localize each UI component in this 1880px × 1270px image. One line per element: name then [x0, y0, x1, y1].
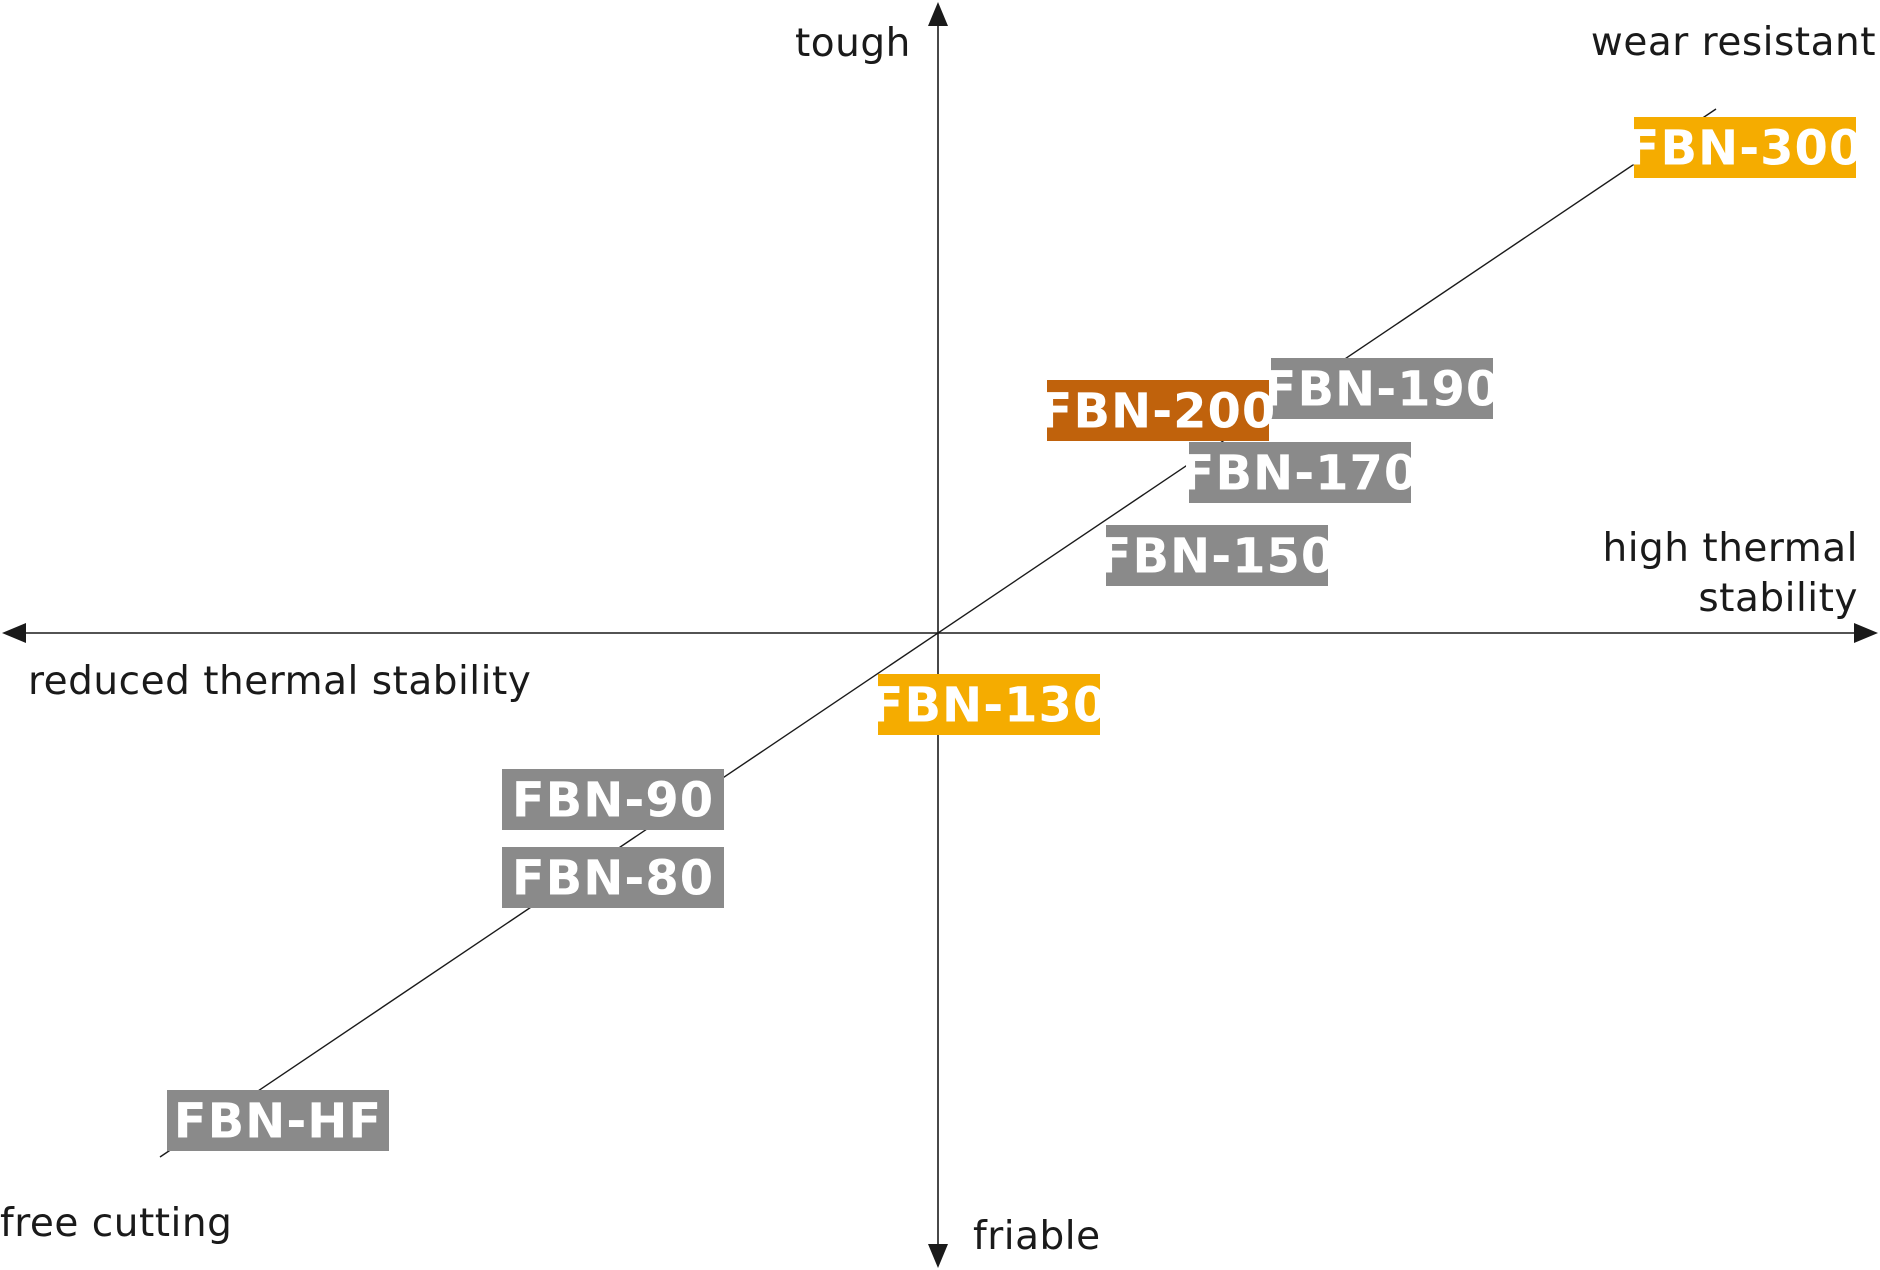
product-tag-background: [502, 769, 724, 830]
left-arrow-icon: [2, 623, 26, 643]
product-tag-background: [878, 674, 1100, 735]
product-tag-background: [167, 1090, 389, 1151]
axis-label-top: tough: [795, 21, 911, 66]
product-tag-label: FBN-130: [871, 678, 1108, 734]
axis-label-left: reduced thermal stability: [28, 659, 531, 704]
product-tag-fbn-300: FBN-300: [1627, 117, 1864, 178]
right-arrow-icon: [1854, 623, 1878, 643]
product-tag-fbn-130: FBN-130: [871, 674, 1108, 735]
product-tag-fbn-80: FBN-80: [502, 847, 724, 908]
product-tag-label: FBN-170: [1182, 446, 1419, 502]
product-tag-background: [1634, 117, 1856, 178]
product-tag-label: FBN-90: [512, 773, 714, 829]
down-arrow-icon: [928, 1244, 948, 1268]
product-tag-label: FBN-80: [512, 851, 714, 907]
product-tag-background: [1271, 358, 1493, 419]
diagonal-label-upper: wear resistant: [1591, 20, 1876, 65]
product-tag-label: FBN-150: [1099, 529, 1336, 585]
axis-label-right-line2: stability: [1698, 576, 1858, 621]
product-tag-label: FBN-190: [1264, 362, 1501, 418]
product-tag-label: FBN-200: [1040, 384, 1277, 440]
product-tag-background: [1047, 380, 1269, 441]
product-tag-background: [1106, 525, 1328, 586]
product-tag-fbn-170: FBN-170: [1182, 442, 1419, 503]
axis-label-right-line1: high thermal: [1602, 526, 1858, 571]
diagonal-label-lower: free cutting: [0, 1201, 232, 1246]
axis-label-bottom: friable: [973, 1214, 1101, 1259]
product-tag-label: FBN-HF: [174, 1094, 382, 1150]
product-tag-fbn-hf: FBN-HF: [167, 1090, 389, 1151]
product-tag-label: FBN-300: [1627, 121, 1864, 177]
product-tag-background: [502, 847, 724, 908]
product-tag-fbn-200: FBN-200: [1040, 380, 1277, 441]
product-tag-fbn-190: FBN-190: [1264, 358, 1501, 419]
product-tag-fbn-150: FBN-150: [1099, 525, 1336, 586]
up-arrow-icon: [928, 2, 948, 26]
product-tags: FBN-300FBN-190FBN-200FBN-170FBN-150FBN-1…: [167, 117, 1864, 1151]
product-tag-background: [1189, 442, 1411, 503]
product-tag-fbn-90: FBN-90: [502, 769, 724, 830]
